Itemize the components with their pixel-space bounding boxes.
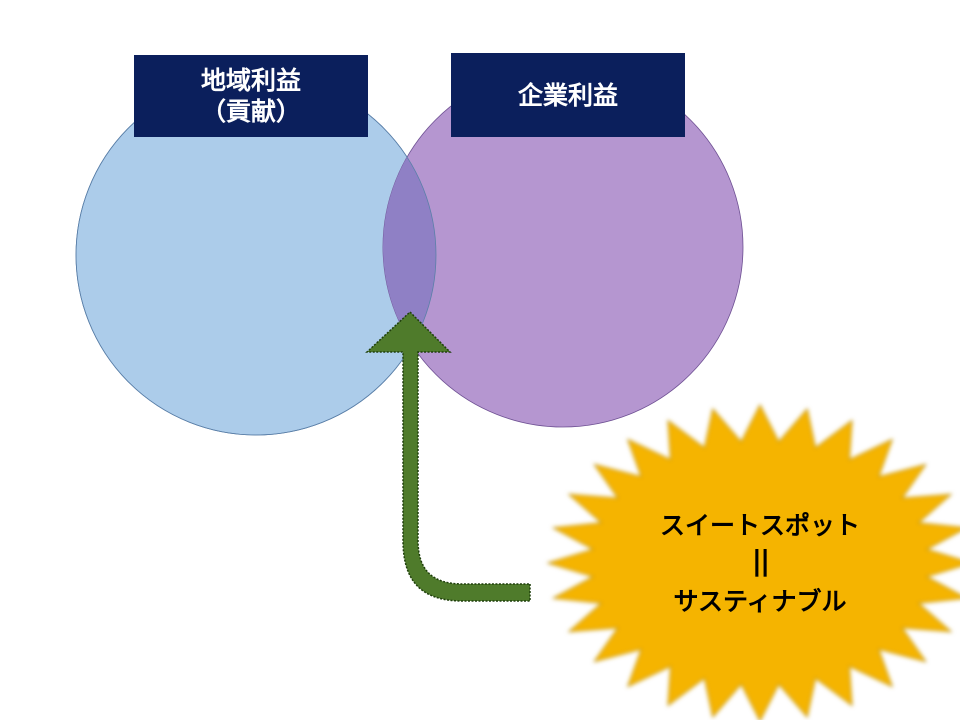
community-interest-subtitle: （貢献）: [200, 97, 301, 126]
sustainable-text: サスティナブル: [673, 587, 847, 616]
community-interest-label: 地域利益 （貢献）: [134, 55, 368, 137]
arrow-up-icon: [365, 310, 531, 602]
equals-mark: ||: [751, 544, 770, 577]
corporate-interest-title: 企業利益: [517, 80, 618, 110]
corporate-interest-label: 企業利益: [451, 53, 685, 137]
community-interest-title: 地域利益: [200, 66, 301, 95]
starburst-icon: [546, 403, 960, 720]
sweet-spot-text: スイートスポット: [659, 511, 860, 540]
